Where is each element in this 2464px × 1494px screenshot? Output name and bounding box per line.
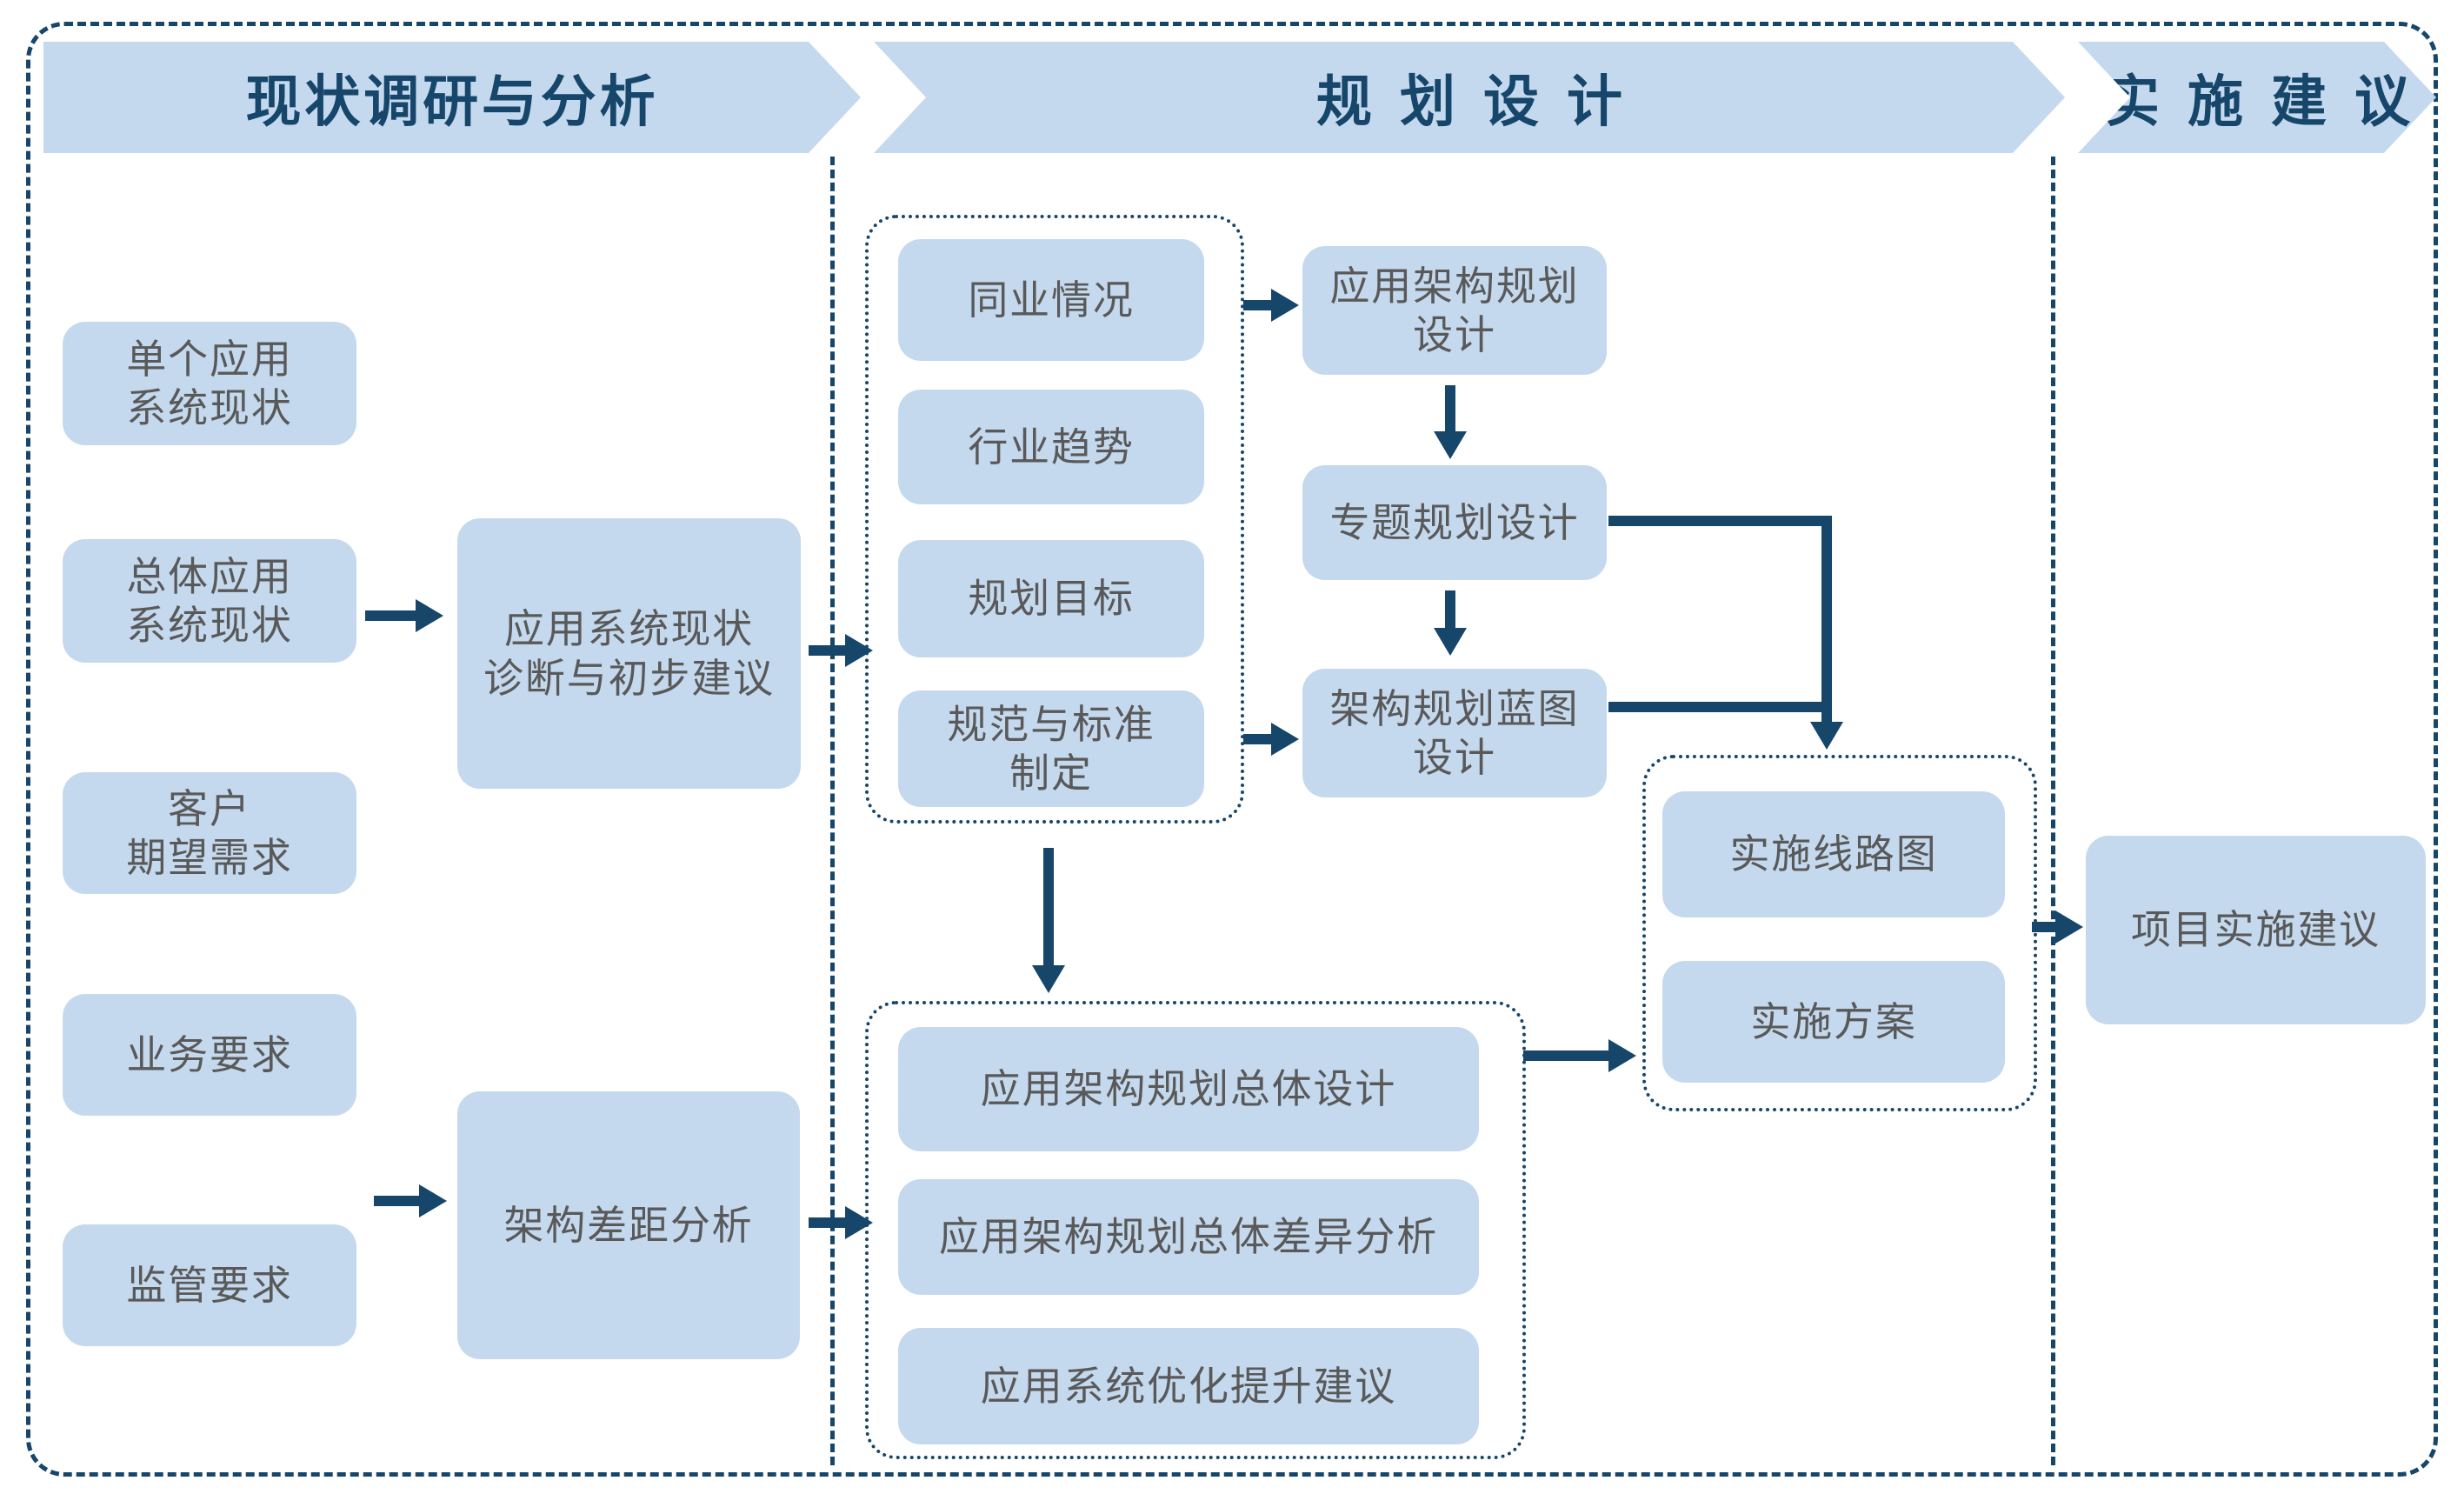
box-overall-gap-analysis-label: 应用架构规划总体差异分析 [938,1214,1439,1260]
header-phase-survey-label: 现状调研与分析 [245,70,659,133]
box-regulatory-requirement-label: 监管要求 [126,1262,293,1308]
header-phase-survey: 现状调研与分析 [43,42,861,153]
group-implementation [1642,755,2037,1111]
box-app-arch-design-label: 应用架构规划 设计 [1329,263,1580,357]
box-planning-goal-label: 规划目标 [968,576,1135,622]
box-optimization-suggestion-label: 应用系统优化提升建议 [980,1363,1397,1409]
box-regulatory-requirement: 监管要求 [63,1224,356,1346]
box-status-diagnosis-label: 应用系统现状 诊断与初步建议 [483,606,775,701]
box-industry-trend-label: 行业趋势 [968,424,1135,470]
box-peer-situation: 同业情况 [898,239,1204,361]
header-phase-planning-label: 规划设计 [1316,70,1650,133]
box-standards-setting: 规范与标准 制定 [898,690,1204,807]
header-phase-implementation: 实施建议 [2078,42,2436,153]
header-phase-implementation-label: 实施建议 [2104,70,2438,133]
box-blueprint-design-label: 架构规划蓝图 设计 [1329,685,1580,780]
box-implementation-roadmap-label: 实施线路图 [1729,831,1938,877]
box-standards-setting-label: 规范与标准 制定 [947,701,1155,796]
box-overall-app-status: 总体应用 系统现状 [63,539,356,663]
box-industry-trend: 行业趋势 [898,390,1204,504]
box-single-app-status-label: 单个应用 系统现状 [126,336,293,430]
box-peer-situation-label: 同业情况 [968,277,1135,323]
box-customer-expectation: 客户 期望需求 [63,772,356,894]
box-business-requirement: 业务要求 [63,994,356,1116]
box-implementation-roadmap: 实施线路图 [1662,791,2005,917]
section-divider-2 [2051,157,2055,1465]
group-research [865,215,1244,824]
box-overall-design: 应用架构规划总体设计 [898,1027,1479,1151]
box-arch-gap-analysis: 架构差距分析 [457,1091,800,1359]
box-special-planning-design-label: 专题规划设计 [1329,499,1580,545]
box-overall-gap-analysis: 应用架构规划总体差异分析 [898,1179,1479,1295]
box-implementation-plan: 实施方案 [1662,961,2005,1083]
box-optimization-suggestion: 应用系统优化提升建议 [898,1328,1479,1444]
box-single-app-status: 单个应用 系统现状 [63,322,356,445]
box-app-arch-design: 应用架构规划 设计 [1302,246,1607,375]
box-status-diagnosis: 应用系统现状 诊断与初步建议 [457,518,801,789]
header-phase-planning: 规划设计 [874,42,2065,153]
box-overall-app-status-label: 总体应用 系统现状 [126,553,293,648]
box-planning-goal: 规划目标 [898,540,1204,657]
box-implementation-plan-label: 实施方案 [1750,998,1917,1044]
box-blueprint-design: 架构规划蓝图 设计 [1302,669,1607,797]
box-business-requirement-label: 业务要求 [126,1031,293,1077]
section-divider-1 [830,157,835,1465]
box-overall-design-label: 应用架构规划总体设计 [980,1066,1397,1112]
box-project-impl-suggestion-label: 项目实施建议 [2130,907,2381,953]
box-customer-expectation-label: 客户 期望需求 [126,785,293,880]
diagram-outer-border [26,22,2438,1477]
box-arch-gap-analysis-label: 架构差距分析 [503,1202,754,1248]
box-special-planning-design: 专题规划设计 [1302,465,1607,580]
box-project-impl-suggestion: 项目实施建议 [2086,836,2426,1024]
